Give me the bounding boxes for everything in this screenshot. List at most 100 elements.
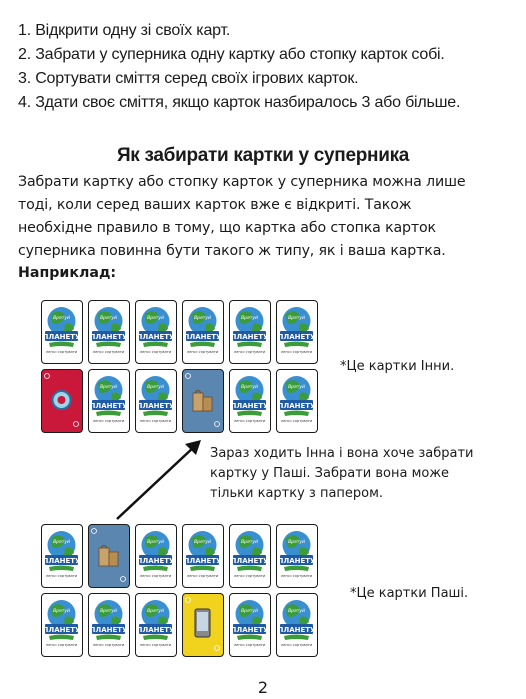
- glass-bottle-icon: [44, 373, 79, 427]
- svg-text:легко сортувати: легко сортувати: [92, 419, 125, 423]
- pasha-card-blue: [88, 524, 130, 588]
- rules-list: 1. Відкрити одну зі своїх карт. 2. Забра…: [18, 19, 460, 115]
- svg-text:ПЛАНЕТУ: ПЛАНЕТУ: [184, 333, 221, 341]
- svg-text:легко сортувати: легко сортувати: [233, 643, 266, 647]
- move-line: тільки картку з папером.: [210, 486, 384, 501]
- svg-text:ПЛАНЕТУ: ПЛАНЕТУ: [90, 626, 127, 634]
- paragraph-line: суперника повинна бути такого ж типу, як…: [18, 243, 446, 259]
- svg-text:Врятуй: Врятуй: [100, 315, 117, 321]
- pasha-cards-note: *Це картки Паші.: [350, 584, 468, 604]
- svg-text:ПЛАНЕТУ: ПЛАНЕТУ: [137, 626, 174, 634]
- svg-text:легко сортувати: легко сортувати: [92, 350, 125, 354]
- svg-text:Врятуй: Врятуй: [288, 315, 305, 321]
- rule-item: 1. Відкрити одну зі своїх карт.: [18, 22, 231, 39]
- svg-text:легко сортувати: легко сортувати: [186, 350, 219, 354]
- svg-text:Врятуй: Врятуй: [147, 384, 164, 390]
- svg-text:ПЛАНЕТУ: ПЛАНЕТУ: [43, 333, 80, 341]
- svg-text:Врятуй: Врятуй: [241, 608, 258, 614]
- svg-text:легко сортувати: легко сортувати: [280, 574, 313, 578]
- svg-text:легко сортувати: легко сортувати: [280, 643, 313, 647]
- svg-text:Врятуй: Врятуй: [147, 608, 164, 614]
- paragraph-line: тоді, коли серед ваших карток вже є відк…: [18, 197, 412, 213]
- svg-text:Врятуй: Врятуй: [288, 539, 305, 545]
- inna-cards-note: *Це картки Інни.: [340, 357, 454, 377]
- svg-text:легко сортувати: легко сортувати: [139, 574, 172, 578]
- svg-text:ПЛАНЕТУ: ПЛАНЕТУ: [43, 557, 80, 565]
- section-heading: Як забирати картки у суперника: [116, 145, 410, 166]
- paragraph-line: необхідне правило в тому, що картка або …: [18, 220, 436, 236]
- svg-text:Врятуй: Врятуй: [241, 384, 258, 390]
- svg-text:легко сортувати: легко сортувати: [280, 419, 313, 423]
- inna-cards-note-text: *Це картки Інни.: [340, 359, 455, 374]
- svg-text:Врятуй: Врятуй: [194, 539, 211, 545]
- paragraph-line: Забрати картку або стопку карток у супер…: [18, 174, 466, 190]
- svg-text:ПЛАНЕТУ: ПЛАНЕТУ: [137, 402, 174, 410]
- page-number: 2: [257, 678, 269, 697]
- svg-text:ПЛАНЕТУ: ПЛАНЕТУ: [43, 626, 80, 634]
- move-line: картку у Паші. Забрати вона може: [210, 466, 450, 481]
- svg-text:легко сортувати: легко сортувати: [45, 643, 78, 647]
- svg-text:Врятуй: Врятуй: [100, 384, 117, 390]
- inna-card-blue: [182, 369, 224, 433]
- rule-item: 3. Сортувати сміття серед своїх ігрових …: [18, 70, 359, 87]
- inna-card-red: [41, 369, 83, 433]
- svg-text:ПЛАНЕТУ: ПЛАНЕТУ: [278, 402, 315, 410]
- paper-bag-icon: [91, 528, 126, 582]
- svg-text:ПЛАНЕТУ: ПЛАНЕТУ: [278, 333, 315, 341]
- svg-text:легко сортувати: легко сортувати: [92, 643, 125, 647]
- svg-text:легко сортувати: легко сортувати: [139, 643, 172, 647]
- svg-text:Врятуй: Врятуй: [100, 608, 117, 614]
- svg-text:ПЛАНЕТУ: ПЛАНЕТУ: [278, 626, 315, 634]
- svg-text:легко сортувати: легко сортувати: [233, 419, 266, 423]
- move-line: Зараз ходить Інна і вона хоче забрати: [210, 446, 474, 461]
- svg-text:ПЛАНЕТУ: ПЛАНЕТУ: [90, 333, 127, 341]
- svg-text:легко сортувати: легко сортувати: [45, 574, 78, 578]
- paper-bag-icon: [185, 373, 220, 427]
- svg-text:легко сортувати: легко сортувати: [233, 350, 266, 354]
- example-label: Наприклад:: [18, 265, 117, 281]
- svg-text:легко сортувати: легко сортувати: [233, 574, 266, 578]
- svg-text:ПЛАНЕТУ: ПЛАНЕТУ: [231, 333, 268, 341]
- rule-item: 2. Забрати у суперника одну картку або с…: [18, 46, 445, 63]
- svg-text:ПЛАНЕТУ: ПЛАНЕТУ: [231, 557, 268, 565]
- rule-item: 4. Здати своє сміття, якщо карток назбир…: [18, 94, 461, 111]
- svg-text:ПЛАНЕТУ: ПЛАНЕТУ: [278, 557, 315, 565]
- svg-text:ПЛАНЕТУ: ПЛАНЕТУ: [137, 557, 174, 565]
- svg-text:ПЛАНЕТУ: ПЛАНЕТУ: [231, 402, 268, 410]
- svg-text:Врятуй: Врятуй: [147, 315, 164, 321]
- pasha-card-yellow: [182, 593, 224, 657]
- svg-text:легко сортувати: легко сортувати: [139, 350, 172, 354]
